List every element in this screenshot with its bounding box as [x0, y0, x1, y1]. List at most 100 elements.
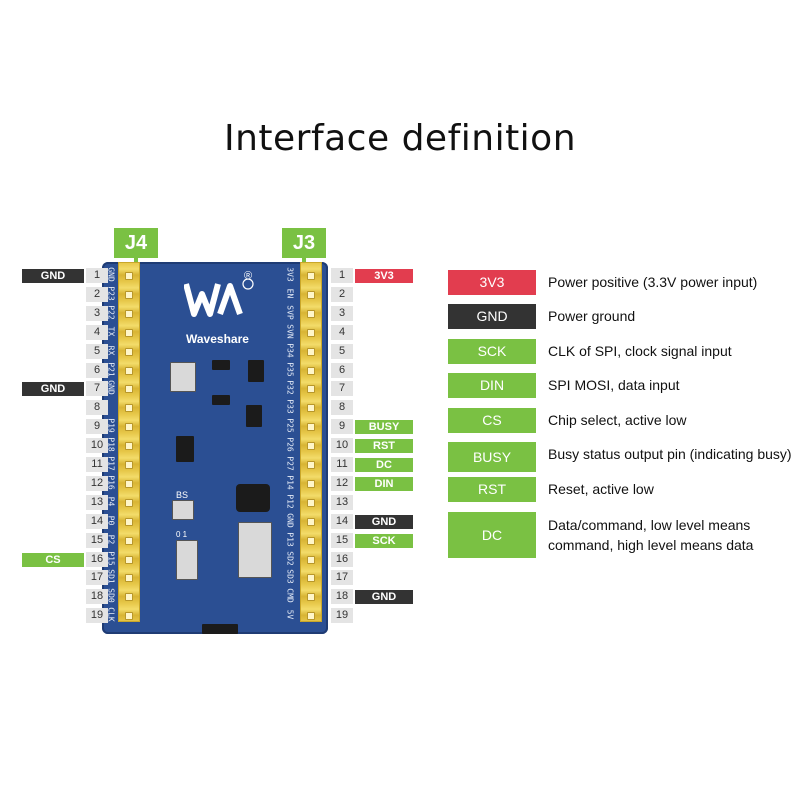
registered-mark: ® [244, 270, 252, 282]
silkscreen-label: CLK [107, 602, 116, 628]
pin-pad [307, 367, 315, 375]
pin-pad [125, 367, 133, 375]
component-array-4 [238, 522, 272, 578]
pin-tag-busy: BUSY [355, 420, 413, 434]
legend-description: Power ground [548, 306, 798, 326]
pin-number-left: 10 [86, 438, 108, 453]
legend-tag-cs: CS [448, 408, 536, 433]
pin-tag-dc: DC [355, 458, 413, 472]
pin-pad [125, 423, 133, 431]
pin-tag-cs: CS [22, 553, 84, 567]
silk-01: 0 1 [176, 530, 187, 539]
pin-pad [125, 480, 133, 488]
pin-number-left: 2 [86, 287, 108, 302]
pin-pad [125, 272, 133, 280]
pin-pad [307, 556, 315, 564]
pin-number-right: 2 [331, 287, 353, 302]
pin-number-right: 6 [331, 363, 353, 378]
pin-number-left: 17 [86, 570, 108, 585]
pin-pad [307, 348, 315, 356]
pin-tag-sck: SCK [355, 534, 413, 548]
component-connector-bottom [202, 624, 238, 634]
legend-tag-busy: BUSY [448, 442, 536, 472]
pin-number-left: 14 [86, 514, 108, 529]
pin-pad [307, 329, 315, 337]
pin-pad [125, 348, 133, 356]
pin-pad [307, 385, 315, 393]
silkscreen-label: GND [107, 375, 116, 401]
pin-number-left: 16 [86, 552, 108, 567]
silkscreen-label: 5V [286, 602, 295, 628]
legend-description: CLK of SPI, clock signal input [548, 341, 798, 361]
pin-pad [307, 537, 315, 545]
legend-tag-dc: DC [448, 512, 536, 558]
legend-tag-gnd: GND [448, 304, 536, 329]
pin-pad [307, 574, 315, 582]
pin-number-left: 5 [86, 344, 108, 359]
pin-number-left: 15 [86, 533, 108, 548]
pin-number-right: 18 [331, 589, 353, 604]
pin-number-left: 6 [86, 363, 108, 378]
pin-pad [125, 310, 133, 318]
pin-number-right: 4 [331, 325, 353, 340]
pin-number-right: 5 [331, 344, 353, 359]
component-inductor [236, 484, 270, 512]
pin-number-left: 19 [86, 608, 108, 623]
pin-number-left: 11 [86, 457, 108, 472]
pin-tag-gnd: GND [22, 269, 84, 283]
legend-tag-din: DIN [448, 373, 536, 398]
pin-number-right: 12 [331, 476, 353, 491]
pin-number-right: 3 [331, 306, 353, 321]
pin-tag-rst: RST [355, 439, 413, 453]
pin-tag-din: DIN [355, 477, 413, 491]
pin-pad [125, 385, 133, 393]
pin-pad [307, 310, 315, 318]
pin-number-right: 11 [331, 457, 353, 472]
pin-pad [125, 574, 133, 582]
pin-pad [307, 442, 315, 450]
pin-number-right: 10 [331, 438, 353, 453]
pin-number-right: 14 [331, 514, 353, 529]
pin-pad [125, 291, 133, 299]
pin-pad [125, 461, 133, 469]
pin-pad [307, 272, 315, 280]
pin-number-right: 19 [331, 608, 353, 623]
pin-number-left: 18 [86, 589, 108, 604]
pin-tag-gnd: GND [355, 515, 413, 529]
component-array-2 [172, 500, 194, 520]
pin-pad [307, 499, 315, 507]
pin-number-right: 8 [331, 400, 353, 415]
pin-pad [307, 404, 315, 412]
silk-bs: BS [176, 490, 188, 500]
pin-pad [125, 329, 133, 337]
pin-number-left: 3 [86, 306, 108, 321]
pin-number-right: 15 [331, 533, 353, 548]
pin-number-right: 9 [331, 419, 353, 434]
page-title: Interface definition [0, 118, 800, 159]
pin-number-right: 17 [331, 570, 353, 585]
pin-pad [125, 518, 133, 526]
pin-pad [125, 593, 133, 601]
pin-number-left: 1 [86, 268, 108, 283]
pin-number-left: 7 [86, 381, 108, 396]
pin-tag-3v3: 3V3 [355, 269, 413, 283]
pin-number-right: 1 [331, 268, 353, 283]
pin-number-right: 7 [331, 381, 353, 396]
pin-pad [125, 404, 133, 412]
component-array-3 [176, 540, 198, 580]
component-array-1 [170, 362, 196, 392]
legend-tag-3v3: 3V3 [448, 270, 536, 295]
legend-description: Chip select, active low [548, 410, 798, 430]
pin-number-right: 16 [331, 552, 353, 567]
component-ic-1 [212, 360, 230, 370]
pin-pad [307, 593, 315, 601]
pin-pad [307, 291, 315, 299]
pin-tag-gnd: GND [22, 382, 84, 396]
pin-number-left: 12 [86, 476, 108, 491]
legend-description: Busy status output pin (indicating busy) [548, 444, 798, 464]
legend-tag-sck: SCK [448, 339, 536, 364]
pin-pad [125, 612, 133, 620]
pin-number-right: 13 [331, 495, 353, 510]
pin-pad [307, 612, 315, 620]
waveshare-logo [184, 276, 254, 326]
